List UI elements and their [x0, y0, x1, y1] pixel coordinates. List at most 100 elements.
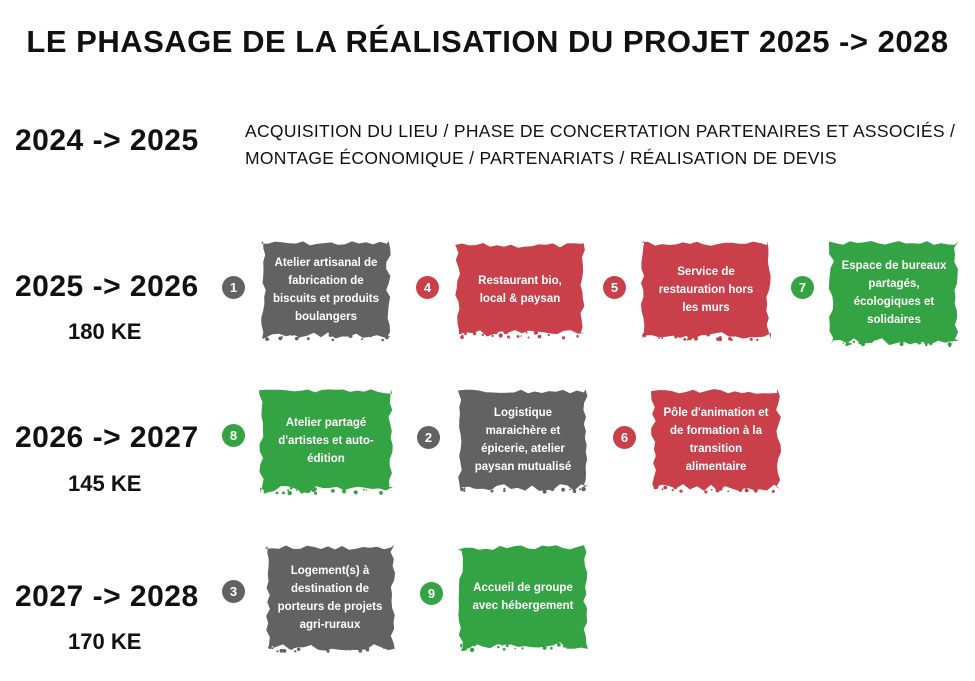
card-speckle [687, 336, 693, 341]
card-speckle [756, 338, 759, 342]
card-speckle [287, 489, 290, 492]
card-speckle [492, 486, 494, 489]
card-speckle [342, 489, 347, 494]
card-speckle [459, 330, 463, 334]
card-speckle [858, 340, 862, 345]
card-speckle [576, 335, 579, 338]
budget-2027-2028: 170 KE [68, 629, 142, 654]
card-speckle [271, 647, 274, 650]
card-speckle [686, 334, 690, 338]
card-speckle [738, 487, 743, 492]
card-speckle [569, 488, 571, 491]
card-speckle [361, 338, 363, 341]
card-speckle [498, 333, 503, 338]
card-speckle [490, 489, 494, 493]
card-speckle [749, 337, 753, 341]
card-speckle [746, 490, 749, 493]
project-card: Service de restauration hors les murs [638, 238, 774, 342]
card-speckle [537, 485, 541, 489]
card-speckle [369, 333, 373, 338]
card-speckle [461, 648, 465, 652]
card-speckle [718, 486, 723, 491]
card-speckle [671, 489, 674, 492]
card-speckle [384, 335, 389, 340]
card-speckle [547, 333, 550, 337]
card-speckle [948, 344, 951, 348]
card-speckle [463, 489, 466, 492]
card-speckle [519, 644, 522, 647]
card-speckle [279, 648, 284, 653]
card-speckle [502, 647, 506, 651]
card-speckle [388, 646, 392, 650]
card-brush-shape [641, 241, 771, 339]
card-speckle [503, 489, 506, 493]
card-background [829, 241, 959, 348]
card-speckle [686, 338, 689, 341]
card-speckle [674, 334, 677, 337]
card-brush-shape [458, 545, 588, 649]
card-speckle [267, 338, 270, 341]
card-speckle [899, 342, 904, 347]
card-speckle [947, 342, 952, 347]
card-speckle [923, 339, 927, 343]
card-speckle [473, 332, 477, 336]
card-speckle [282, 491, 285, 495]
card-speckle [642, 332, 647, 338]
card-speckle [550, 646, 553, 650]
project-card: Logistique maraichère et épicerie, ateli… [455, 386, 591, 494]
card-speckle [331, 489, 335, 493]
card-speckle [303, 487, 308, 491]
card-speckle [514, 647, 516, 650]
card-speckle [917, 340, 922, 345]
card-speckle [694, 336, 698, 341]
card-speckle [325, 645, 330, 650]
card-brush-shape [829, 241, 959, 345]
card-speckle [328, 333, 333, 337]
project-card: Espace de bureaux partagés, écologiques … [826, 238, 962, 348]
budget-2025-2026: 180 KE [68, 319, 142, 344]
period-label-2026-2027: 2026 -> 2027 [15, 421, 199, 454]
card-speckle [518, 486, 522, 489]
card-speckle [460, 643, 463, 647]
step-badge: 5 [603, 276, 626, 299]
card-speckle [503, 487, 506, 490]
card-speckle [469, 647, 475, 652]
step-badge: 4 [416, 276, 439, 299]
card-background [641, 241, 771, 342]
card-speckle [753, 488, 758, 493]
card-brush-shape [458, 389, 588, 491]
card-speckle [281, 336, 283, 338]
project-card-label: Logement(s) à destination de porteurs de… [277, 565, 383, 631]
card-speckle [297, 647, 301, 651]
card-speckle [314, 491, 318, 495]
card-speckle [294, 650, 297, 653]
card-speckle [341, 486, 346, 490]
card-speckle [658, 337, 660, 339]
card-speckle [460, 645, 463, 648]
card-speckle [852, 340, 855, 344]
card-speckle [681, 333, 685, 337]
card-speckle [663, 485, 668, 490]
card-speckle [673, 485, 678, 490]
project-card: Restaurant bio, local & paysan [452, 240, 588, 340]
card-speckle [271, 488, 274, 490]
card-speckle [868, 338, 874, 344]
card-speckle [541, 487, 544, 490]
card-speckle [728, 337, 732, 341]
project-card-label: Atelier artisanal de fabrication de bisc… [272, 257, 380, 323]
project-card-label: Pôle d'animation et de formation à la tr… [663, 407, 769, 473]
card-speckle [353, 490, 358, 495]
project-card-label: Logistique maraichère et épicerie, ateli… [474, 407, 572, 473]
step-badge: 3 [222, 580, 245, 603]
card-speckle [661, 488, 664, 491]
card-background [259, 389, 393, 496]
card-background [458, 545, 588, 652]
card-speckle [363, 488, 365, 491]
card-speckle [710, 488, 713, 491]
card-speckle [542, 645, 547, 650]
card-speckle [289, 645, 294, 650]
card-speckle [497, 645, 500, 649]
card-speckle [925, 343, 928, 346]
card-background [458, 389, 588, 494]
card-speckle [537, 334, 542, 339]
